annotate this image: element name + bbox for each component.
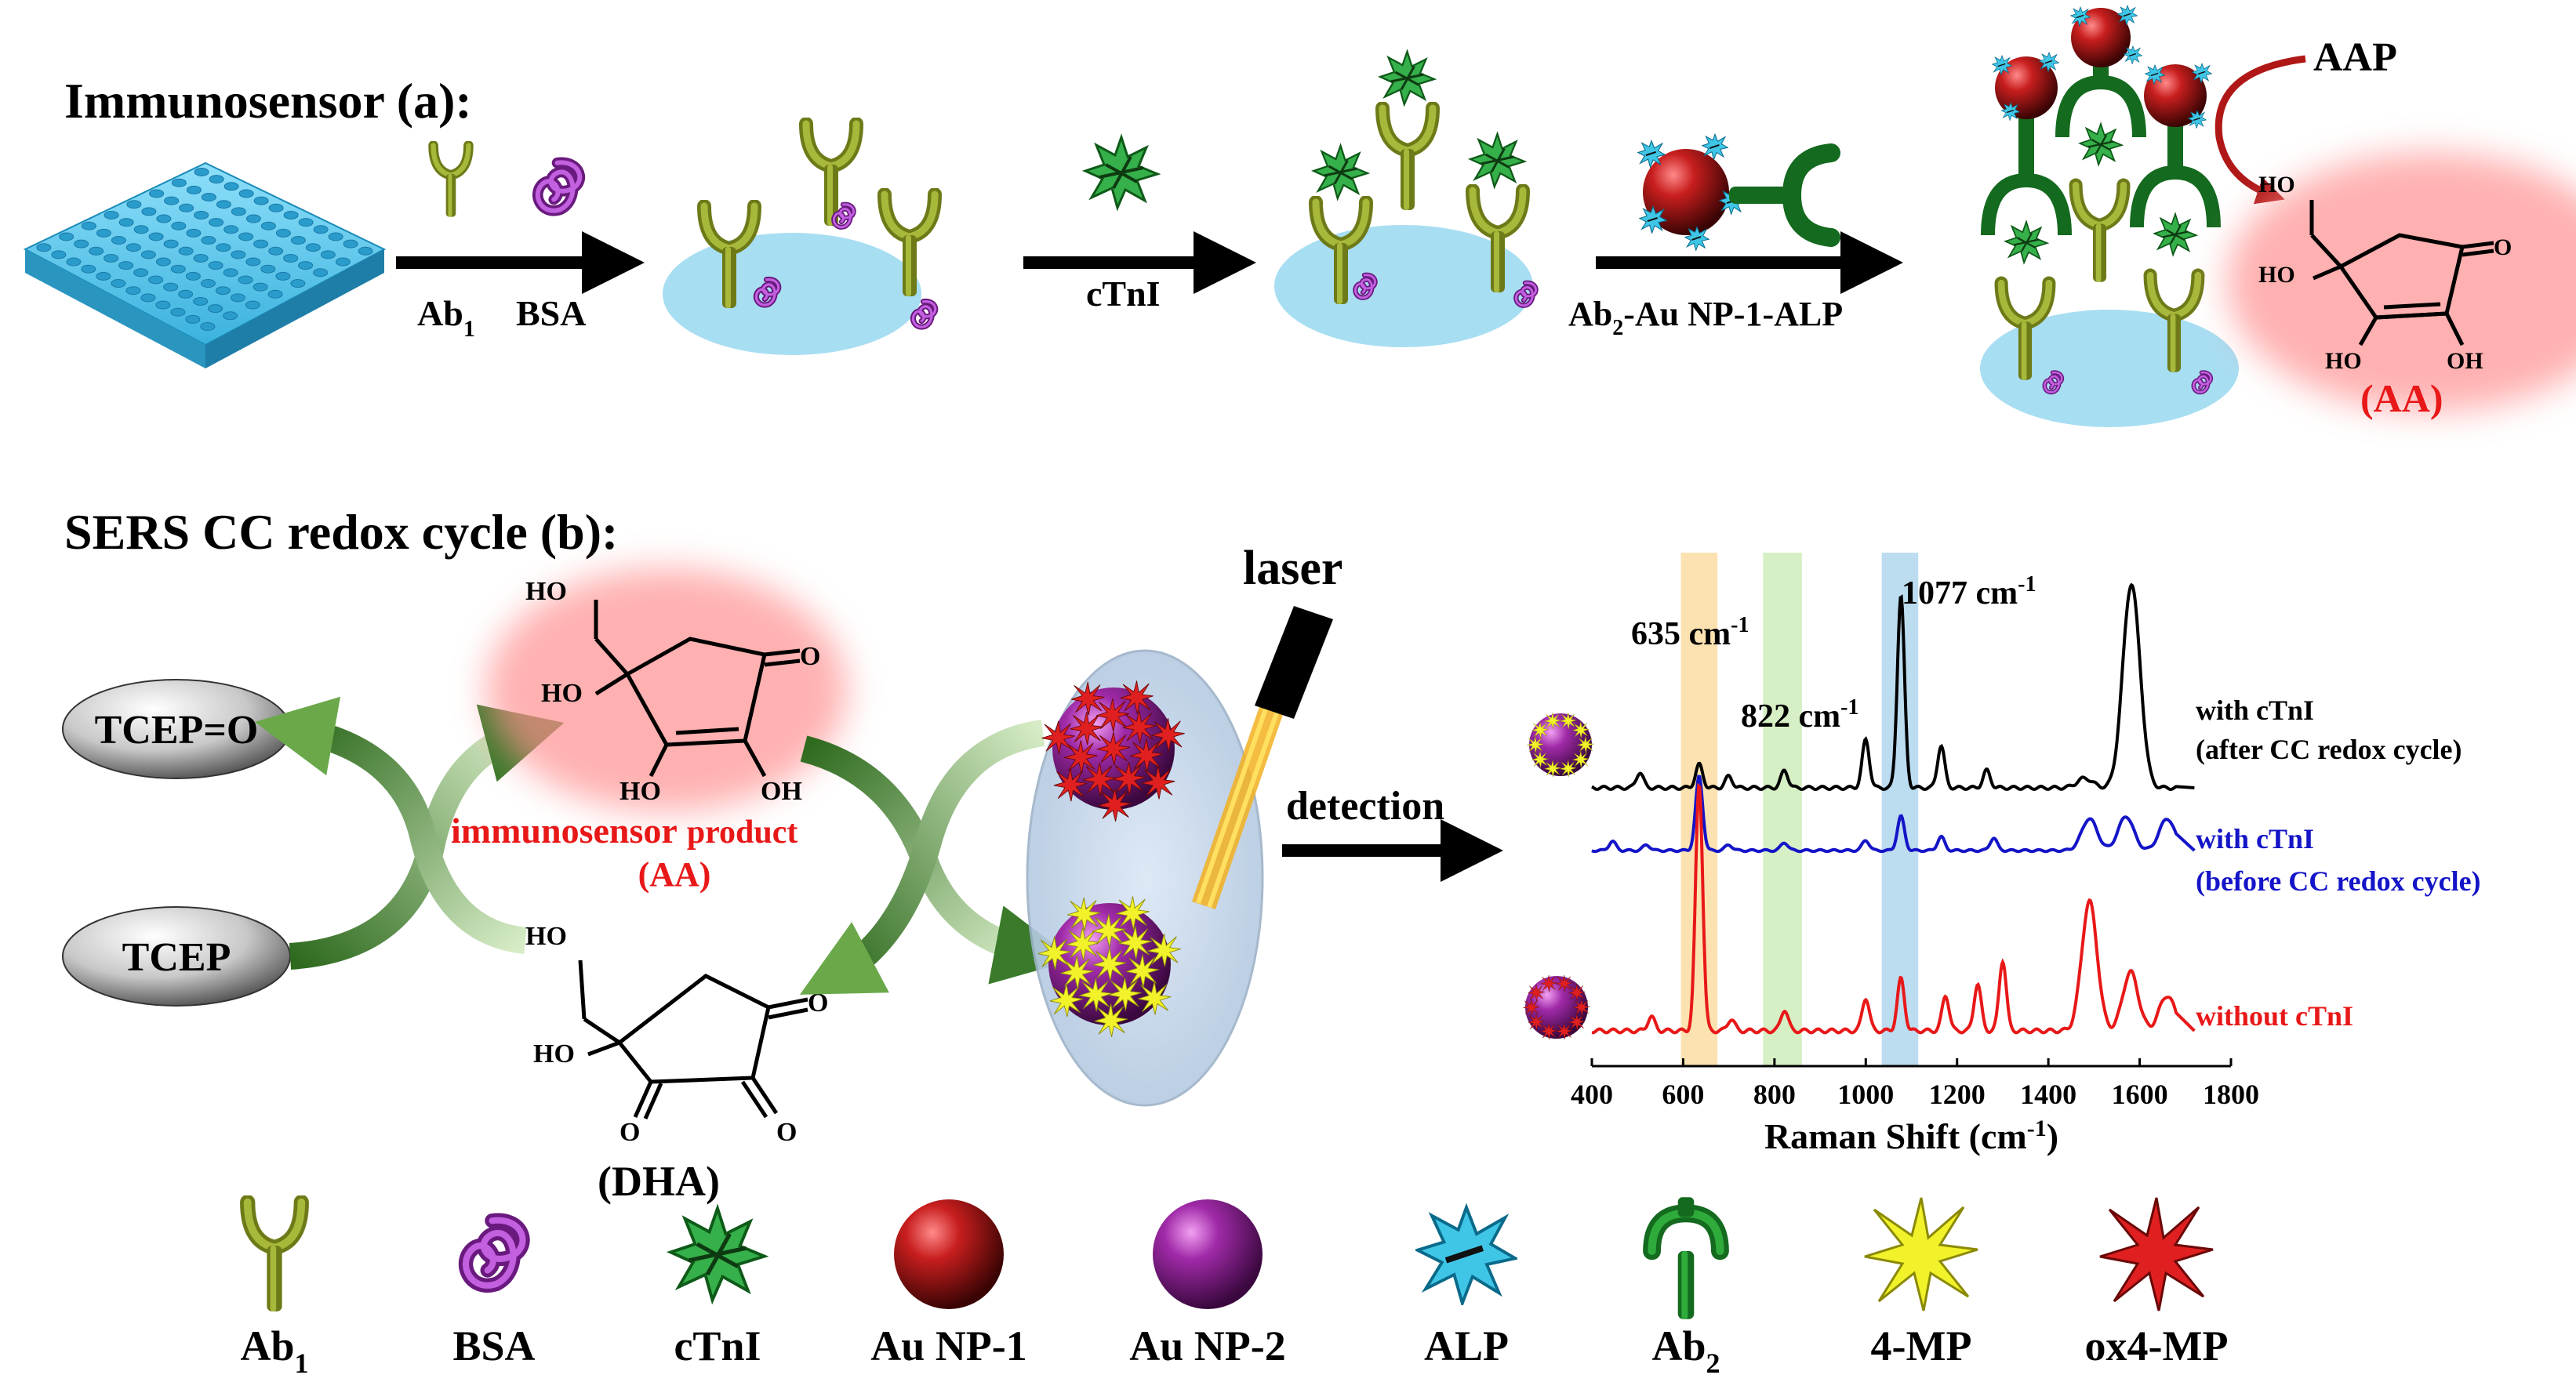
dha-label: (DHA) — [598, 1158, 720, 1205]
spectrum-line — [1591, 582, 2195, 792]
4mp-star-icon — [1863, 1196, 1979, 1312]
panel-b: SERS CC redox cycle (b): TCEP=O TCEP — [62, 504, 2481, 1205]
legend-label: Ab1 — [240, 1322, 308, 1379]
legend: Ab1 BSA cTnI Au NP-1 Au NP-2 ALP Ab2 4-MP ox4-MP — [240, 1197, 2228, 1379]
step1-ab-label: Ab1 — [417, 293, 475, 342]
ab2-antibody-icon — [1652, 1197, 1720, 1319]
disc-ab1-bsa — [663, 124, 936, 355]
legend-label: ALP — [1424, 1322, 1509, 1369]
detection-label: detection — [1286, 784, 1444, 829]
panel-a: Immunosensor (a): Ab1 BSA cTnI — [23, 5, 2576, 427]
sers-nanoparticle-cell — [1026, 606, 1333, 1107]
highlight-band — [1763, 553, 1802, 1066]
series-label: with cTnI — [2196, 823, 2314, 854]
step1-bsa-label: BSA — [516, 293, 586, 333]
svg-text:O: O — [800, 642, 820, 671]
svg-text:HO: HO — [541, 679, 583, 708]
spectrum-line — [1591, 774, 2196, 854]
ab1-antibody-icon — [248, 1203, 302, 1311]
step3-label: Ab2-Au NP-1-ALP — [1568, 295, 1843, 340]
step3-ab2-conjugate-icon — [1637, 133, 1840, 251]
svg-text:HO: HO — [525, 577, 567, 606]
legend-label: BSA — [452, 1322, 535, 1369]
tcep-oval: TCEP — [62, 906, 291, 1007]
step1-ab1-icon — [434, 146, 469, 217]
series-label-secondary: (after CC redox cycle) — [2196, 734, 2462, 765]
step2-ctni-label: cTnI — [1086, 274, 1161, 314]
peak-annotation: 822 cm-1 — [1741, 695, 1858, 735]
svg-text:HO: HO — [2258, 172, 2295, 198]
peak-annotation: 635 cm-1 — [1631, 613, 1749, 652]
svg-text:HO: HO — [525, 922, 567, 951]
svg-text:O: O — [808, 989, 828, 1018]
au-np2-ox4mp-particle — [1041, 680, 1186, 822]
disc-ab1-ctni — [1274, 50, 1536, 347]
microplate — [23, 161, 387, 368]
aap-label: AAP — [2313, 35, 2397, 80]
svg-text:HO: HO — [2325, 348, 2362, 374]
sandwich-assembly — [1980, 5, 2239, 427]
legend-label: Ab2 — [1651, 1322, 1720, 1379]
x-tick-label: 1400 — [2020, 1079, 2076, 1110]
legend-label: ox4-MP — [2085, 1322, 2229, 1369]
svg-text:HO: HO — [2258, 262, 2295, 288]
aa-molecule-b: HO HO O HO OH — [486, 568, 847, 811]
tcep-redox-arrows — [254, 696, 565, 970]
ctni-protein-icon — [670, 1209, 765, 1300]
bsa-protein-icon — [466, 1221, 522, 1286]
x-tick-label: 1000 — [1837, 1079, 1894, 1110]
panel-a-title: Immunosensor (a): — [64, 73, 472, 129]
ox4mp-star-icon — [2098, 1196, 2214, 1312]
au-np2-sphere-icon — [1153, 1199, 1263, 1309]
laser-label: laser — [1243, 542, 1342, 595]
svg-text:O: O — [2494, 234, 2512, 260]
tcep-ox-oval: TCEP=O — [62, 679, 291, 779]
step1-bsa-icon — [538, 162, 580, 210]
highlight-band — [1680, 553, 1718, 1066]
svg-text:HO: HO — [533, 1039, 575, 1068]
svg-text:HO: HO — [619, 777, 661, 806]
alp-enzyme-icon — [1418, 1207, 1516, 1303]
svg-text:O: O — [776, 1118, 797, 1147]
x-axis-label: Raman Shift (cm-1) — [1764, 1115, 2058, 1156]
au-np2-4mp-particle — [1037, 896, 1182, 1038]
legend-label: 4-MP — [1871, 1322, 1972, 1369]
series-label-secondary: (before CC redox cycle) — [2196, 865, 2481, 897]
peak-annotation: 1077 cm-1 — [1902, 572, 2036, 611]
svg-text:OH: OH — [761, 777, 802, 806]
svg-text:OH: OH — [2447, 348, 2483, 374]
x-tick-label: 800 — [1753, 1079, 1796, 1110]
legend-label: cTnI — [674, 1322, 761, 1369]
aa-label-b: (AA) — [638, 855, 711, 894]
aap-conversion-arrow — [2214, 55, 2306, 205]
x-tick-label: 1800 — [2203, 1079, 2259, 1110]
x-tick-label: 1600 — [2112, 1079, 2168, 1110]
aa-label-a: (AA) — [2360, 376, 2443, 420]
legend-label: Au NP-1 — [870, 1322, 1027, 1369]
sers-redox-arrows — [799, 720, 1075, 995]
svg-text:O: O — [619, 1118, 640, 1147]
legend-label: Au NP-2 — [1129, 1322, 1286, 1369]
series-label: without cTnI — [2196, 1000, 2353, 1032]
spectrum-line — [1591, 782, 2196, 1035]
x-tick-label: 600 — [1662, 1079, 1704, 1110]
series-label: with cTnI — [2196, 695, 2314, 726]
panel-b-title: SERS CC redox cycle (b): — [64, 504, 618, 560]
au-np1-sphere-icon — [894, 1199, 1004, 1309]
tcep-label: TCEP — [122, 935, 231, 980]
dha-molecule: HO HO O O O (DHA) — [525, 922, 828, 1205]
microplate-wells — [36, 167, 373, 332]
step2-ctni-icon — [1084, 136, 1159, 209]
tcep-ox-label: TCEP=O — [95, 708, 259, 753]
x-tick-label: 400 — [1571, 1079, 1613, 1110]
laser-beam — [1192, 606, 1333, 909]
x-tick-label: 1200 — [1929, 1079, 1986, 1110]
aa-molecule-a: HO HO O HO OH (AA) — [2227, 153, 2576, 420]
